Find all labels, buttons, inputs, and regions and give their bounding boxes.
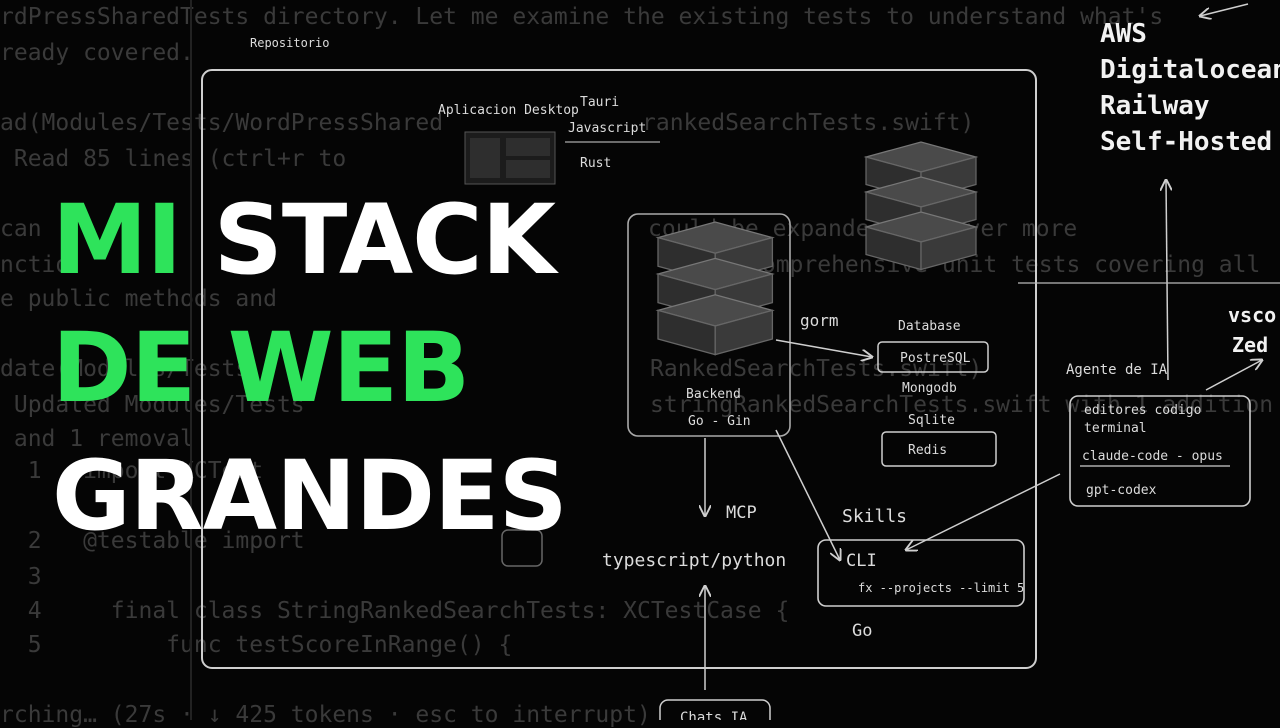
code-line: Updated Modules/Tests: [0, 392, 305, 418]
mcp-label: MCP: [726, 503, 757, 523]
skills-label: Skills: [842, 506, 907, 527]
code-line: Read 85 lines (ctrl+r to: [0, 146, 347, 172]
code-line: ad(Modules/Tests/WordPressShared: [0, 110, 444, 136]
desktop-app-label: Aplicacion Desktop: [438, 103, 579, 118]
title-word-white: STACK: [213, 184, 556, 296]
mongodb-label: Mongodb: [902, 381, 957, 396]
code-line: ready covered.: [0, 40, 194, 66]
go-label: Go: [852, 621, 872, 641]
agent-box: [1069, 395, 1251, 507]
rust-label: Rust: [580, 156, 611, 171]
agent-label: Agente de IA: [1066, 362, 1168, 378]
title-line-1: MI STACK: [52, 192, 556, 288]
agent-item: claude-code - opus: [1082, 449, 1223, 464]
code-line: 3: [0, 564, 42, 590]
ide-item: Zed: [1232, 333, 1269, 357]
hosting-item: Digitalocean: [1100, 55, 1280, 85]
agent-item: editores codigo: [1084, 403, 1201, 418]
code-line: can: [0, 216, 42, 242]
code-line: e public methods and: [0, 286, 277, 312]
postgres-label: PostreSQL: [900, 351, 971, 366]
title-line-2: DE WEB: [52, 312, 470, 424]
code-line: and 1 removal: [0, 426, 194, 452]
backend-label: Backend: [686, 387, 741, 402]
repository-label: Repositorio: [250, 36, 329, 50]
gorm-label: gorm: [800, 311, 839, 330]
code-line: 5 func testScoreInRange() {: [0, 632, 513, 658]
hosting-list: AWS Digitalocean Railway Self-Hosted: [1100, 16, 1280, 160]
sqlite-label: Sqlite: [908, 413, 955, 428]
code-line: comprehensive unit tests covering all: [748, 252, 1261, 278]
cli-label: CLI: [846, 551, 877, 571]
editor-gutter-line: [190, 0, 192, 720]
database-label: Database: [898, 319, 961, 334]
desktop-window-icon: [464, 131, 556, 185]
title-word-green: MI: [52, 184, 182, 296]
code-line: 2 @testable import: [0, 528, 305, 554]
database-server-icon: [865, 141, 977, 271]
hosting-item: Railway: [1100, 91, 1210, 121]
code-line: rdPressSharedTests directory. Let me exa…: [0, 4, 1164, 30]
code-line: 1 import XCTest: [0, 458, 264, 484]
mcp-language-label: typescript/python: [602, 550, 786, 571]
phone-icon: [501, 529, 543, 567]
ide-list: vsco Zed: [1228, 300, 1276, 360]
redis-label: Redis: [908, 443, 947, 458]
hosting-item: Self-Hosted: [1100, 127, 1273, 157]
tauri-label: Tauri: [580, 95, 619, 110]
chats-box: [659, 699, 771, 720]
backend-box: [627, 213, 791, 437]
code-line: nctio: [0, 252, 70, 278]
backend-sub-label: Go - Gin: [688, 414, 751, 429]
agent-item: terminal: [1084, 421, 1147, 436]
code-line: rankedSearchTests.swift): [642, 110, 975, 136]
title-line-3: GRANDES: [52, 440, 568, 552]
code-line: 4 final class StringRankedSearchTests: X…: [0, 598, 790, 624]
chats-label: Chats IA: [680, 710, 748, 720]
code-line: stringRankedSearchTests.swift with 1 add…: [650, 392, 1274, 418]
backend-server-icon: [657, 221, 774, 356]
cli-box: [817, 539, 1025, 607]
repository-frame: [201, 69, 1037, 669]
cli-command: fx --projects --limit 5: [858, 581, 1024, 595]
agent-item: gpt-codex: [1086, 483, 1157, 498]
hosting-item: AWS: [1100, 19, 1147, 49]
code-line: date(Modules/Tests: [0, 356, 250, 382]
javascript-label: Javascript: [568, 121, 646, 136]
ide-item: vsco: [1228, 303, 1277, 327]
code-line: RankedSearchTests.swift): [650, 356, 983, 382]
